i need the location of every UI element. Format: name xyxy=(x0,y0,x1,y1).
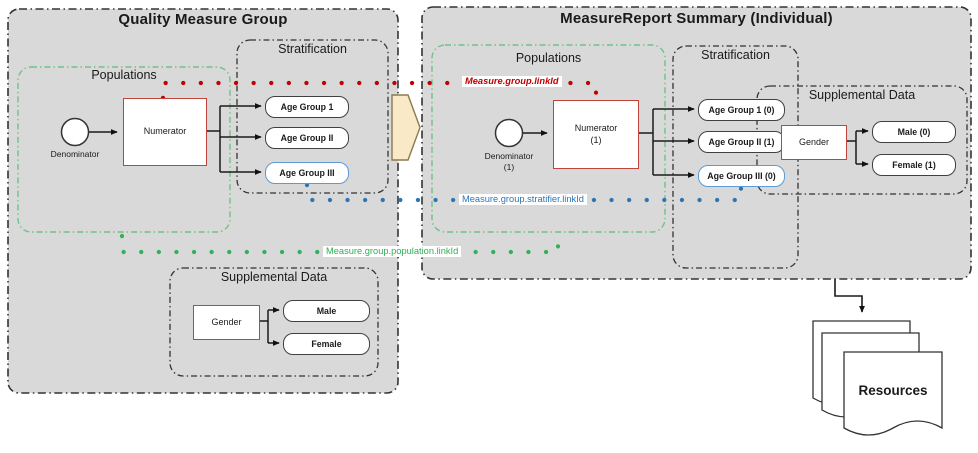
left-age-group-1-label: Age Group 1 xyxy=(280,102,334,112)
right-denominator-count: (1) xyxy=(503,162,515,173)
right-age-group-1-pill: Age Group 1 (0) xyxy=(698,99,785,121)
left-denominator-label: Denominator xyxy=(50,149,100,159)
right-numerator-box: Numerator (1) xyxy=(553,100,639,169)
transform-arrow xyxy=(391,94,421,161)
measure-group-linkid-label: Measure.group.linkId xyxy=(462,76,562,88)
left-populations-container xyxy=(17,66,231,233)
right-male-pill: Male (0) xyxy=(872,121,956,143)
left-stratification-container xyxy=(236,39,389,194)
measurereport-summary-panel xyxy=(421,6,972,280)
left-female-pill: Female xyxy=(283,333,370,355)
resources-connector xyxy=(834,279,865,313)
left-male-pill: Male xyxy=(283,300,370,322)
right-gender-label: Gender xyxy=(798,136,830,147)
left-populations-label: Populations xyxy=(91,68,157,82)
right-age-group-3-label: Age Group III (0) xyxy=(707,171,776,181)
right-numerator-count: (1) xyxy=(590,134,602,145)
measure-group-population-linkid-label: Measure.group.population.linkId xyxy=(323,246,462,258)
right-age-group-1-label: Age Group 1 (0) xyxy=(708,105,775,115)
right-male-label: Male (0) xyxy=(897,127,931,137)
right-age-group-2-pill: Age Group II (1) xyxy=(698,131,785,153)
measure-group-stratifier-linkid-label: Measure.group.stratifier.linkId xyxy=(459,194,587,206)
left-age-group-2-pill: Age Group II xyxy=(265,127,349,149)
right-populations-container xyxy=(431,44,666,233)
left-stratification-label: Stratification xyxy=(278,42,347,56)
left-female-label: Female xyxy=(311,339,342,349)
right-supplemental-label: Supplemental Data xyxy=(808,88,916,102)
left-gender-box: Gender xyxy=(193,305,260,340)
right-age-group-2-label: Age Group II (1) xyxy=(708,137,775,147)
left-age-group-1-pill: Age Group 1 xyxy=(265,96,349,118)
left-numerator-label: Numerator xyxy=(143,126,187,137)
left-denominator-circle xyxy=(60,117,90,147)
right-denominator-circle xyxy=(494,118,524,148)
right-populations-label: Populations xyxy=(515,51,582,65)
left-supplemental-container xyxy=(169,267,379,377)
left-connectors xyxy=(89,103,280,346)
left-male-label: Male xyxy=(316,306,337,316)
left-age-group-2-label: Age Group II xyxy=(280,133,334,143)
left-supplemental-label: Supplemental Data xyxy=(220,270,328,284)
left-age-group-3-label: Age Group III xyxy=(279,168,335,178)
resources-document-stack xyxy=(812,320,943,436)
right-denominator-text: Denominator xyxy=(484,151,534,161)
right-gender-box: Gender xyxy=(781,125,847,160)
right-stratification-label: Stratification xyxy=(701,48,770,62)
document-front xyxy=(843,351,943,436)
left-age-group-3-pill: Age Group III xyxy=(265,162,349,184)
right-numerator-text: Numerator xyxy=(574,123,618,134)
right-denominator-label: Denominator (1) xyxy=(474,151,544,173)
right-supplemental-container xyxy=(756,85,968,195)
red-linkid-dotted-line xyxy=(160,80,599,102)
right-age-group-3-pill: Age Group III (0) xyxy=(698,165,785,187)
right-panel-title: MeasureReport Summary (Individual) xyxy=(560,10,833,27)
left-gender-label: Gender xyxy=(211,316,242,327)
resources-label: Resources xyxy=(858,383,928,398)
right-female-label: Female (1) xyxy=(892,160,936,170)
left-numerator-box: Numerator xyxy=(123,98,207,166)
right-female-pill: Female (1) xyxy=(872,154,956,176)
left-panel-title: Quality Measure Group xyxy=(118,11,288,28)
